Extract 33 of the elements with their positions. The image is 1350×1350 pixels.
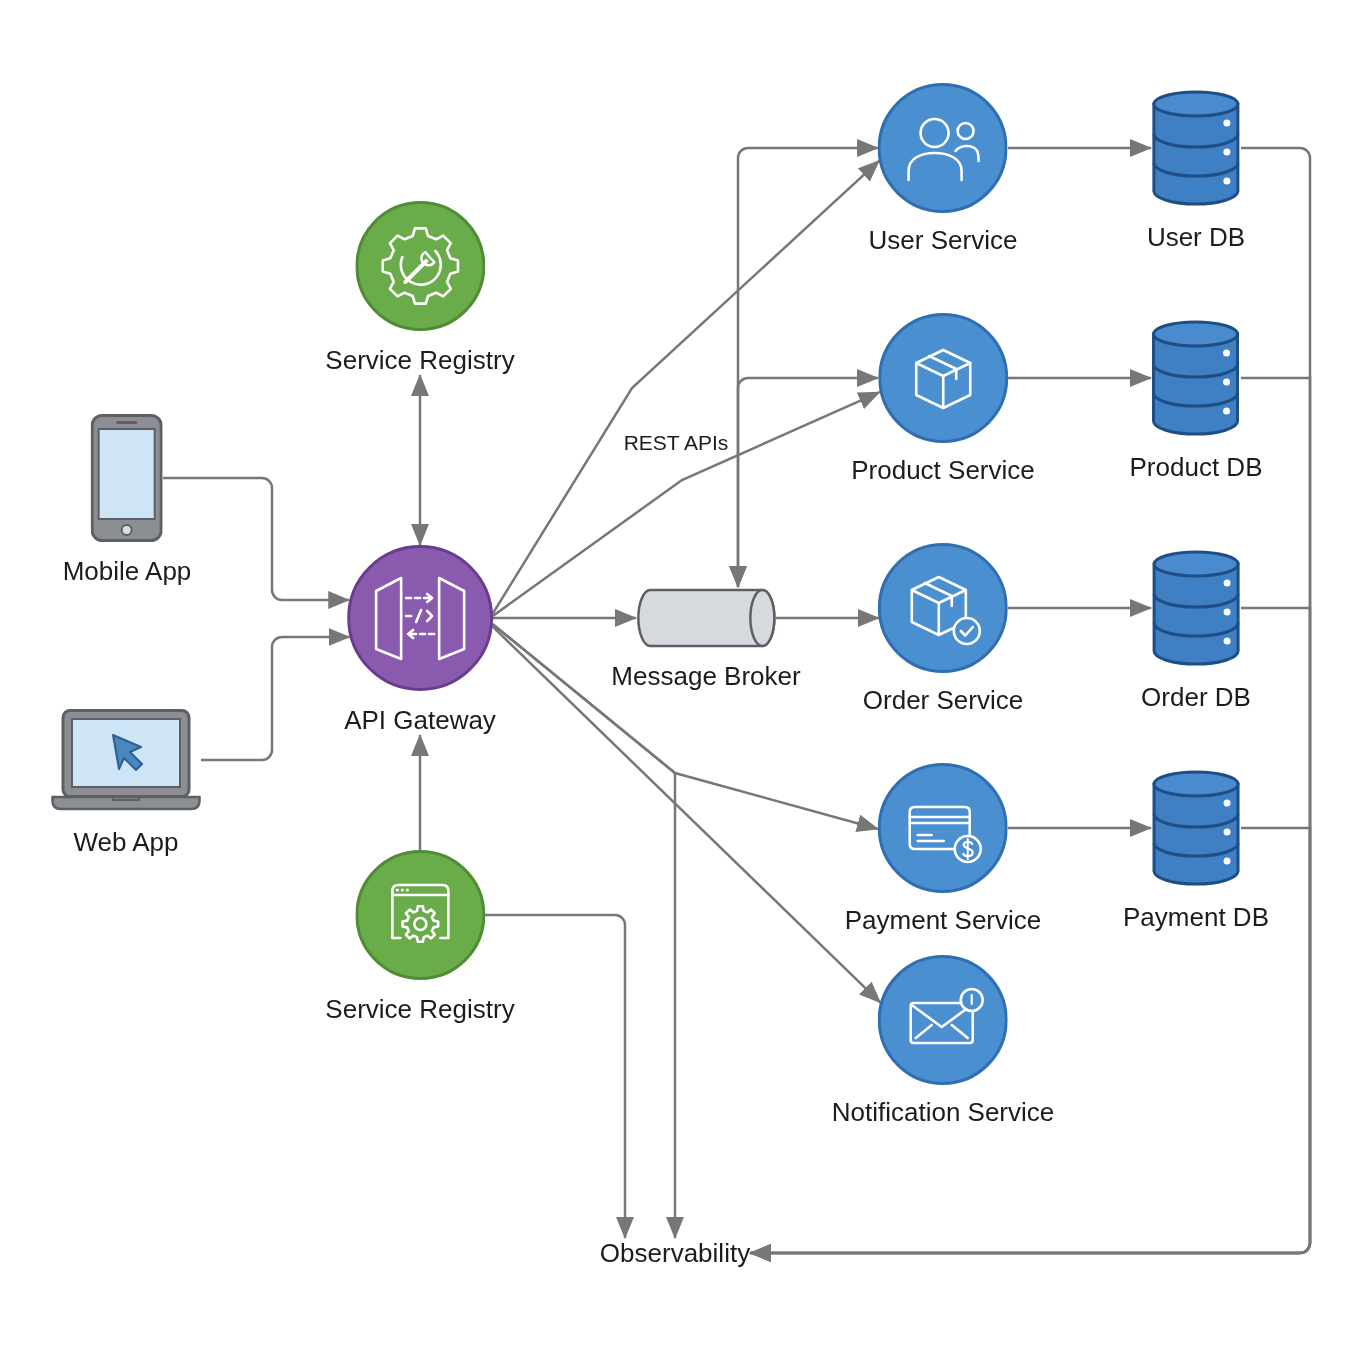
arrow (1008, 599, 1152, 617)
arrow (411, 374, 429, 546)
arrow (493, 609, 637, 627)
node-label: User Service (868, 225, 1018, 255)
arrow (411, 734, 429, 850)
node-label: Payment DB (1123, 902, 1269, 932)
arrow (1008, 369, 1152, 387)
node-label: Web App (73, 827, 179, 857)
arrow (163, 476, 351, 609)
arrow (729, 369, 879, 588)
arrow (1008, 139, 1152, 157)
arrow (776, 609, 880, 627)
node-label: Service Registry (325, 994, 515, 1024)
arrow (485, 913, 634, 1239)
node-label: Notification Service (831, 1097, 1055, 1127)
arrow (201, 628, 351, 762)
node-label: Product DB (1129, 452, 1263, 482)
arrow (491, 625, 882, 1004)
arrow (749, 826, 1312, 1262)
arrow (492, 391, 881, 617)
node-label: Product Service (851, 455, 1035, 485)
arrow (491, 623, 684, 1239)
node-label: Mobile App (62, 556, 192, 586)
node-label: Order Service (862, 685, 1024, 715)
node-label: Order DB (1141, 682, 1251, 712)
node-label: User DB (1146, 222, 1246, 252)
node-label: Payment Service (844, 905, 1042, 935)
node-label: Service Registry (325, 345, 515, 375)
arrow (491, 159, 881, 615)
node-label: API Gateway (344, 705, 496, 735)
node-label: Message Broker (611, 661, 801, 691)
node-label: Observability (599, 1238, 751, 1268)
arrow (1008, 819, 1152, 837)
